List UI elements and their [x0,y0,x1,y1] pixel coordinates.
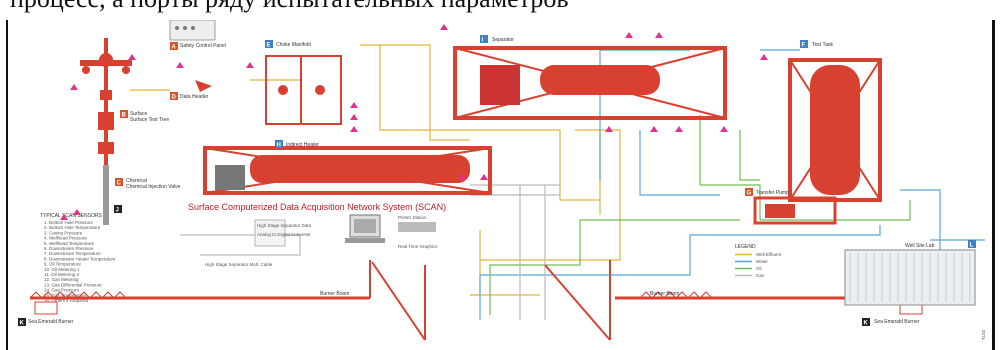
svg-text:High Stage Separator Mult. Cab: High Stage Separator Mult. Cable [205,262,273,267]
svg-text:Printer Station: Printer Station [398,215,427,220]
sensor-marker [480,174,488,180]
scan-station: High Stage Separator Data Analog to Digi… [205,215,438,267]
svg-text:Burner Boom: Burner Boom [650,291,679,297]
scan-system-diagram: A Safety Control Panel D Data Header B S… [0,20,1001,350]
sensor-marker [176,62,184,68]
svg-text:B: B [122,113,127,119]
legend-label: Well Effluent [756,252,782,257]
svg-text:Chemical Injection Valve: Chemical Injection Valve [126,184,181,190]
sensor-marker [650,126,658,132]
sensor-marker [605,126,613,132]
choke-manifold: E Choke Manifold [265,40,342,125]
svg-text:J: J [116,208,119,214]
legend-label: Water [756,259,768,264]
burner-boom-left: Burner Boom [30,260,425,340]
right-border [992,20,995,350]
svg-text:Safety Control Panel: Safety Control Panel [180,43,226,49]
sensors-heading: TYPICAL SCAN SENSORS [40,213,102,219]
svg-text:K: K [864,321,869,327]
svg-text:Real Time Graphics: Real Time Graphics [398,244,438,249]
svg-text:A: A [172,45,177,51]
surface-test-tree [80,38,132,225]
left-border [6,20,8,350]
svg-text:G: G [747,191,752,197]
svg-text:Sea Emerald Burner: Sea Emerald Burner [28,319,74,325]
svg-text:High Stage Separator Data: High Stage Separator Data [257,223,312,228]
sensor-marker [128,54,136,60]
sensor-marker [350,114,358,120]
burner-k-right: K Sea Emerald Burner [862,302,922,327]
sensor-marker [246,62,254,68]
svg-text:Data Header: Data Header [180,94,209,100]
svg-text:Transfer Pump: Transfer Pump [756,190,789,196]
gas-line [470,185,560,320]
svg-text:D: D [172,95,177,101]
svg-text:Sea Emerald Burner: Sea Emerald Burner [874,319,920,325]
safety-control-panel: A Safety Control Panel [170,20,226,51]
separator: I Separator [455,35,725,118]
sensor-marker [70,84,78,90]
svg-text:K: K [20,321,25,327]
sensor-marker [625,32,633,38]
tag-c: C Chemical Chemical Injection Valve J [114,178,181,214]
svg-text:Well Site Lab: Well Site Lab [905,243,935,249]
svg-text:Indirect Heater: Indirect Heater [286,142,319,148]
sensor-marker [73,209,81,215]
data-header: D Data Header [170,80,212,101]
burner-k-left: K Sea Emerald Burner [18,302,74,327]
sensor-marker [440,24,448,30]
cropped-caption: процесс, а порты ряду испытательных пара… [0,0,1001,20]
system-title: Surface Computerized Data Acquisition Ne… [188,202,446,212]
svg-text:Analog to Digital Converter: Analog to Digital Converter [257,232,311,237]
test-tank: F Test Tank [790,40,880,200]
legend-label: Oil [756,266,762,271]
sensor-marker [720,126,728,132]
sensor-marker [655,32,663,38]
svg-text:L: L [970,243,974,249]
svg-text:F: F [802,43,806,49]
svg-text:Surface Test Tree: Surface Test Tree [130,117,169,123]
sensor-marker [760,54,768,60]
sensor-marker [675,126,683,132]
svg-text:C: C [117,181,122,187]
svg-text:Test Tank: Test Tank [812,42,834,48]
tag-b: B Surface Surface Test Tree [120,110,169,123]
typical-scan-sensors: TYPICAL SCAN SENSORS 1. Bottom Hole Pres… [40,213,116,303]
legend-heading: LEGEND [735,244,756,250]
svg-text:E: E [267,43,271,49]
svg-text:Choke Manifold: Choke Manifold [276,42,311,48]
sensor-marker [350,102,358,108]
sensor-marker [350,126,358,132]
svg-text:H: H [277,143,281,149]
well-site-lab: Well Site Lab L [845,240,976,305]
svg-text:Burner Boom: Burner Boom [320,291,349,297]
svg-text:Separator: Separator [492,37,514,43]
indirect-heater: H Indirect Heater [205,140,490,193]
doc-id: TL02 [981,329,986,340]
legend-label: Gas [756,273,765,278]
